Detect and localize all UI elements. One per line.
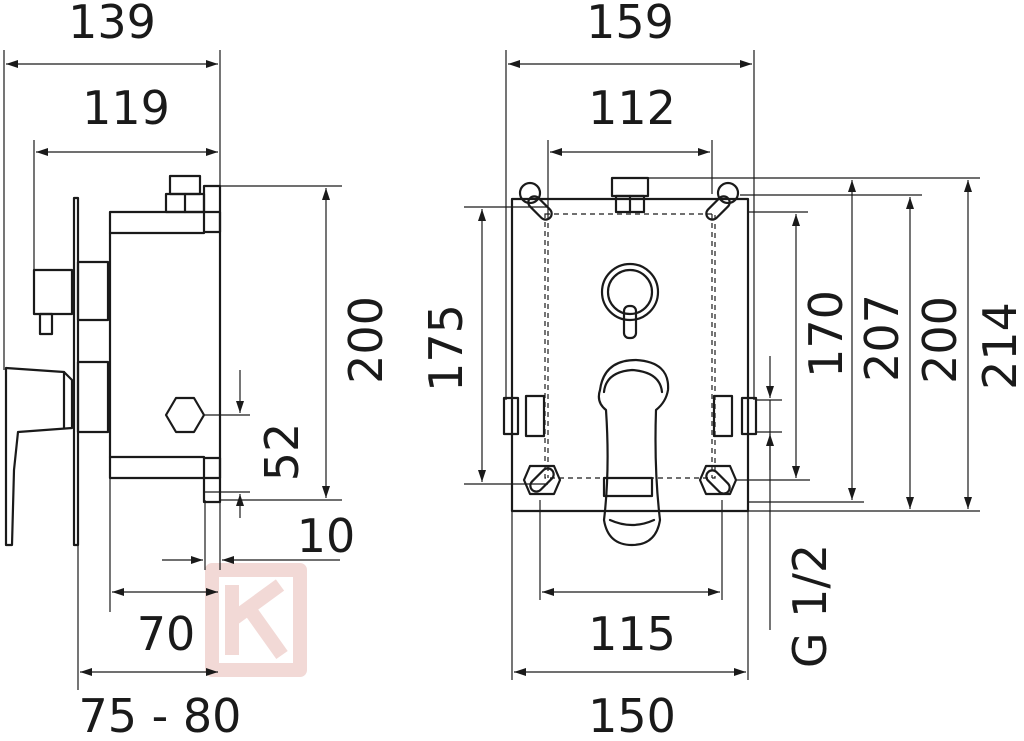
dim-overall-depth: 139 bbox=[68, 0, 156, 49]
side-view: 139 119 200 52 10 70 75 - 80 bbox=[3, 0, 393, 741]
lever-side bbox=[4, 366, 74, 547]
diverter-knob-side bbox=[32, 268, 74, 316]
top-connector bbox=[168, 174, 202, 196]
dim-inner-depth: 119 bbox=[82, 81, 170, 135]
hex-nut bbox=[164, 396, 206, 434]
dim-plaster-offset: 10 bbox=[297, 509, 356, 563]
diverter-knob-front bbox=[600, 262, 660, 322]
dim-height-214: 214 bbox=[973, 302, 1024, 390]
watermark-logo bbox=[205, 563, 307, 677]
dim-thread: G 1/2 bbox=[783, 544, 837, 668]
dim-body-depth: 70 bbox=[137, 607, 196, 661]
dim-bottom-width: 150 bbox=[588, 689, 676, 741]
front-top-connector bbox=[610, 176, 650, 198]
dim-left-height: 175 bbox=[419, 304, 473, 392]
dim-side-height: 200 bbox=[339, 296, 393, 384]
front-view: 159 112 175 170 207 200 214 115 150 G 1/… bbox=[419, 0, 1024, 741]
dim-top-width: 112 bbox=[588, 81, 676, 135]
lever-front bbox=[597, 358, 670, 547]
dim-height-170: 170 bbox=[799, 290, 853, 378]
mounting-slots bbox=[518, 181, 740, 496]
valve-body bbox=[108, 210, 222, 480]
dim-bottom-inner-width: 115 bbox=[588, 607, 676, 661]
dim-overall-width: 159 bbox=[586, 0, 674, 49]
dim-outlet-offset: 52 bbox=[255, 423, 309, 482]
dim-height-207: 207 bbox=[855, 294, 909, 382]
dim-height-200: 200 bbox=[913, 296, 967, 384]
dim-install-depth: 75 - 80 bbox=[79, 689, 242, 741]
